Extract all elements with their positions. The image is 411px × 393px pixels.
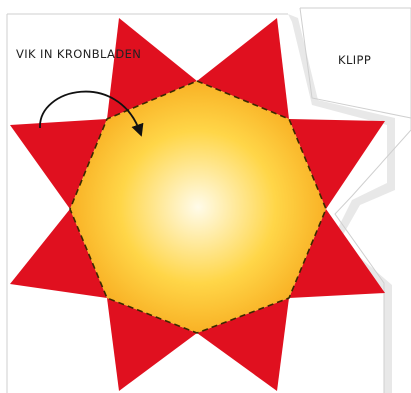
fold-instruction-label: VIK IN KRONBLADEN — [16, 47, 141, 61]
cut-instruction-label: KLIPP — [338, 53, 371, 67]
